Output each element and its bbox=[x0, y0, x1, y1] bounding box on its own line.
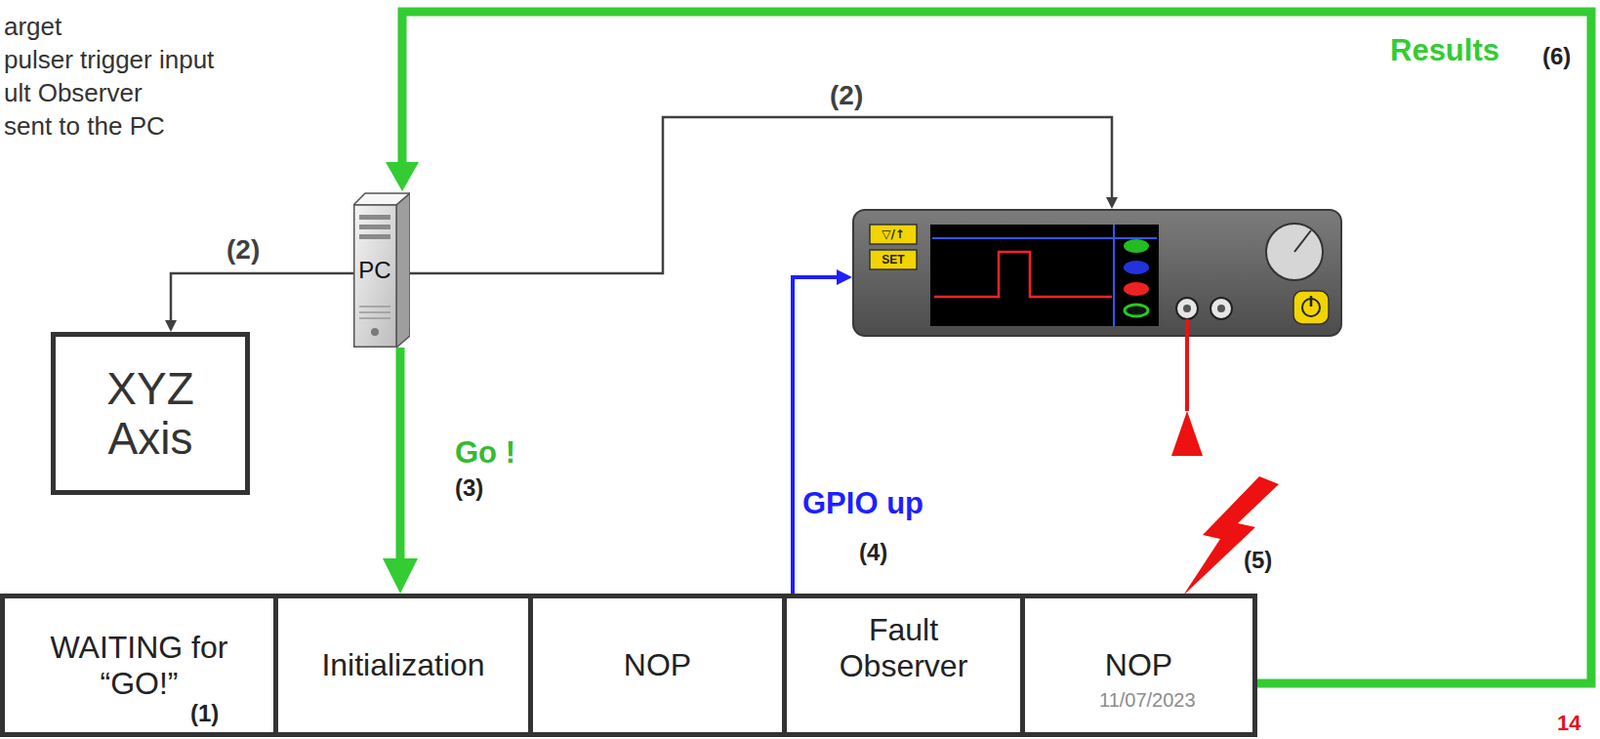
callout-number: (5) bbox=[1243, 546, 1272, 575]
callout-number: (6) bbox=[1542, 42, 1571, 71]
status-led bbox=[1124, 304, 1149, 317]
gpio-arrow bbox=[792, 269, 853, 594]
output-jack bbox=[1210, 297, 1232, 320]
pulse-generator-body bbox=[852, 208, 1343, 337]
edge-label: Results bbox=[1390, 33, 1500, 69]
callout-number: (4) bbox=[859, 538, 888, 567]
date-stamp: 11/07/2023 bbox=[1099, 689, 1196, 712]
status-led bbox=[1123, 282, 1149, 296]
laser-line bbox=[1185, 336, 1190, 411]
status-led bbox=[1123, 260, 1149, 275]
fault-injection bbox=[1171, 336, 1279, 596]
laser-spot bbox=[1171, 410, 1203, 456]
sequence-step: WAITING for “GO!”(1) bbox=[0, 593, 279, 738]
drive-slot bbox=[359, 224, 391, 230]
power-symbol bbox=[1310, 295, 1313, 307]
output-jack bbox=[1176, 297, 1198, 320]
device-case bbox=[853, 209, 1342, 336]
lightning-bolt bbox=[1183, 476, 1279, 596]
computer-label: PC bbox=[353, 257, 397, 284]
callout-number: (1) bbox=[190, 699, 219, 728]
page-number: 14 bbox=[1557, 710, 1581, 737]
tower-front bbox=[354, 205, 397, 347]
vent-line bbox=[359, 311, 391, 314]
pulse-generator: ▽/↑ SET bbox=[852, 208, 1343, 337]
device-button bbox=[869, 249, 917, 270]
computer-icon: PC bbox=[353, 191, 411, 348]
box-label: XYZ Axis bbox=[86, 364, 214, 463]
pulse-waveform bbox=[934, 251, 1112, 297]
connector-line bbox=[792, 277, 842, 594]
power-button bbox=[1293, 290, 1329, 325]
vent-line bbox=[359, 305, 391, 308]
output-jack bbox=[1183, 304, 1191, 313]
edge-label: (2) bbox=[829, 80, 863, 112]
control-knob bbox=[1266, 223, 1323, 281]
slide-text: pulser trigger input bbox=[3, 44, 214, 76]
go-arrow bbox=[382, 347, 418, 594]
trigger-wire bbox=[1185, 319, 1190, 337]
knob-pointer bbox=[1294, 230, 1312, 252]
sequence-step: NOP bbox=[528, 593, 787, 738]
status-led bbox=[1123, 239, 1149, 253]
output-jack bbox=[1217, 304, 1226, 313]
results-arrow bbox=[385, 11, 1592, 684]
tower-side bbox=[396, 193, 411, 348]
step-label: NOP bbox=[623, 647, 692, 684]
power-led bbox=[370, 328, 379, 336]
button-label: SET bbox=[869, 249, 917, 270]
step-label: Fault Observer bbox=[830, 612, 978, 685]
device-button bbox=[869, 224, 917, 245]
step-label: Initialization bbox=[321, 647, 485, 684]
drive-slot bbox=[359, 234, 391, 240]
sequence-step: Initialization bbox=[273, 593, 534, 738]
slide-text: arget bbox=[3, 11, 62, 42]
step-label: NOP bbox=[1105, 647, 1173, 684]
button-label: ▽/↑ bbox=[869, 224, 917, 245]
connector-line bbox=[402, 11, 1592, 684]
sequence-step: Fault Observer bbox=[781, 593, 1026, 738]
screen-line bbox=[932, 237, 1157, 240]
slide-text: sent to the PC bbox=[3, 111, 165, 142]
device-screen bbox=[930, 224, 1159, 327]
sequence-step: NOP bbox=[1020, 593, 1258, 738]
edge-label: GPIO up bbox=[802, 486, 924, 522]
callout-number: (3) bbox=[454, 474, 484, 502]
screen-line bbox=[1112, 224, 1115, 327]
drive-slot bbox=[359, 214, 391, 220]
edge-label: Go ! bbox=[454, 435, 516, 471]
connector-line bbox=[170, 273, 354, 325]
axis-box: XYZ Axis bbox=[50, 331, 250, 495]
connector-line bbox=[396, 347, 406, 570]
slide-text: ult Observer bbox=[3, 78, 143, 109]
control-line bbox=[164, 273, 354, 332]
vent-line bbox=[359, 317, 391, 320]
step-label: WAITING for “GO!” bbox=[41, 629, 238, 702]
edge-label: (2) bbox=[226, 234, 260, 266]
